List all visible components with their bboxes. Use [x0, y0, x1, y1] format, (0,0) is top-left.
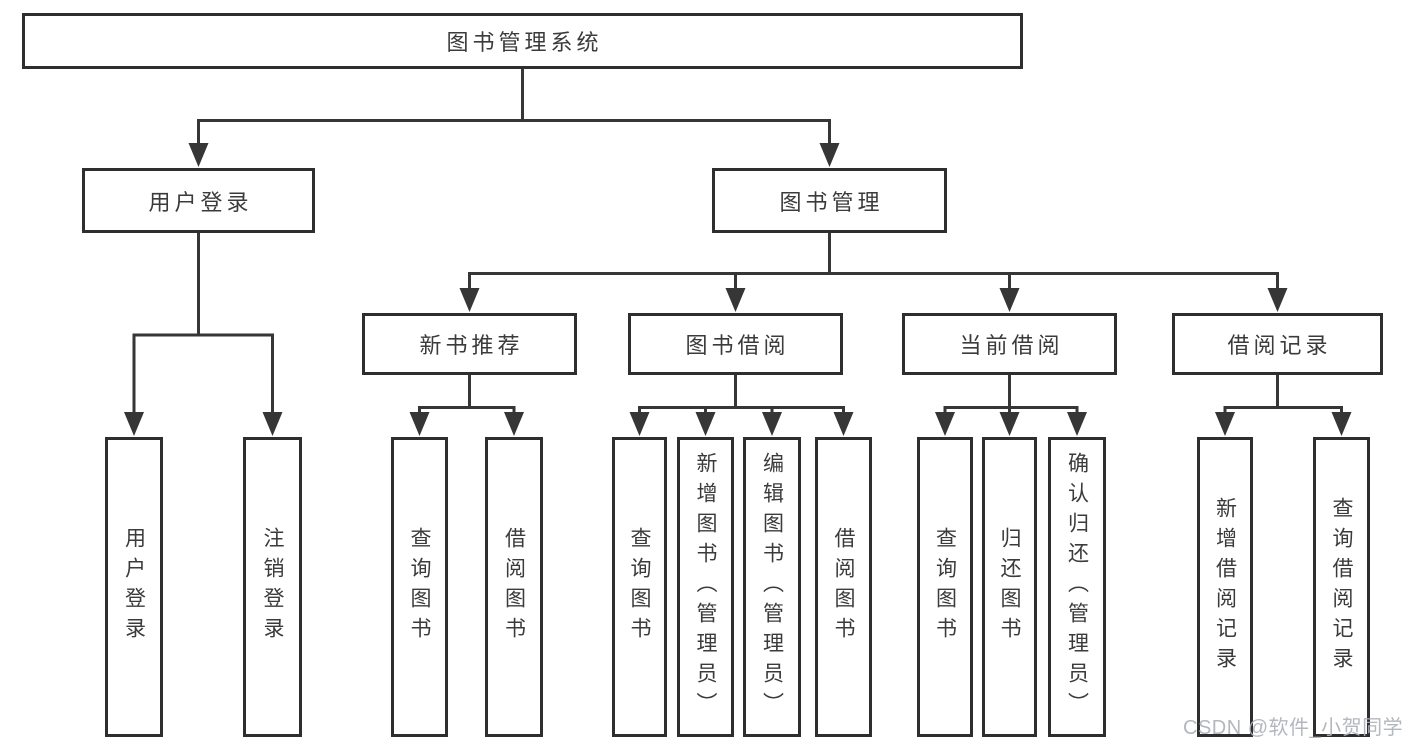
- node-label: 借阅记录: [1227, 333, 1332, 358]
- leaf-borrow-books: 借阅图书: [815, 437, 872, 737]
- leaf-label: 借阅图书: [832, 527, 855, 647]
- leaf-label: 新增借阅记录: [1213, 497, 1237, 677]
- node-root: 图书管理系统: [22, 13, 1023, 69]
- node-book-borrow: 图书借阅: [628, 313, 843, 375]
- leaf-label: 注销登录: [261, 527, 284, 647]
- leaf-label: 确认归还（管理员）: [1065, 452, 1089, 722]
- leaf-query-books-borrow: 查询图书: [612, 437, 667, 737]
- leaf-borrow-books-recommend: 借阅图书: [485, 437, 543, 737]
- leaf-add-borrow-record: 新增借阅记录: [1197, 437, 1253, 737]
- arrowheads: [124, 143, 1352, 436]
- leaf-label: 查询图书: [628, 527, 651, 647]
- node-book-management: 图书管理: [712, 168, 947, 233]
- leaf-label: 查询图书: [933, 527, 957, 647]
- connector-bookmgmt-to-level3: [468, 233, 1279, 290]
- node-current-borrow: 当前借阅: [902, 313, 1117, 375]
- node-label: 用户登录: [148, 189, 253, 215]
- connector-currentborrow-to-leaves: [943, 375, 1079, 414]
- node-user-login: 用户登录: [82, 168, 315, 233]
- connector-bookborrow-to-leaves: [638, 375, 845, 414]
- leaf-label: 归还图书: [998, 527, 1021, 647]
- node-label: 图书借阅: [685, 333, 790, 358]
- leaf-label: 查询图书: [408, 527, 431, 647]
- leaf-return-book: 归还图书: [982, 437, 1037, 737]
- leaf-logout: 注销登录: [243, 437, 302, 737]
- leaf-label: 用户登录: [122, 527, 146, 647]
- leaf-query-borrow-record: 查询借阅记录: [1313, 437, 1370, 737]
- connector-newbook-to-leaves: [418, 375, 516, 414]
- leaf-edit-book-admin: 编辑图书（管理员）: [743, 437, 801, 737]
- node-label: 图书管理: [779, 189, 884, 215]
- node-label: 新书推荐: [419, 333, 524, 358]
- node-borrow-records: 借阅记录: [1172, 313, 1383, 375]
- leaf-label: 编辑图书（管理员）: [760, 452, 784, 722]
- leaf-query-books-current: 查询图书: [917, 437, 973, 737]
- node-root-label: 图书管理系统: [446, 30, 603, 55]
- leaf-label: 查询借阅记录: [1330, 497, 1353, 677]
- leaf-query-books-recommend: 查询图书: [391, 437, 448, 737]
- leaf-label: 借阅图书: [502, 527, 526, 647]
- connector-borrowrecord-to-leaves: [1223, 375, 1343, 414]
- leaf-add-book-admin: 新增图书（管理员）: [677, 437, 734, 737]
- csdn-watermark: CSDN @软件_小贺同学: [1183, 717, 1404, 739]
- leaf-label: 新增图书（管理员）: [694, 452, 717, 722]
- leaf-user-login: 用户登录: [105, 437, 163, 737]
- leaf-confirm-return-admin: 确认归还（管理员）: [1048, 437, 1106, 737]
- connector-root-to-level2: [197, 69, 831, 146]
- connector-userlogin-to-leaves: [132, 233, 274, 414]
- node-new-book-recommend: 新书推荐: [362, 313, 577, 375]
- node-label: 当前借阅: [959, 333, 1064, 358]
